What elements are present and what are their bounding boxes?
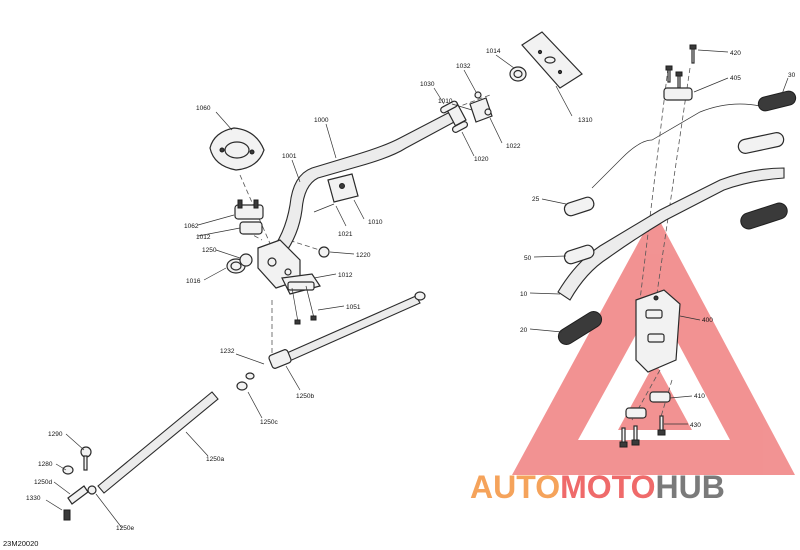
callout-1014: 1014: [486, 48, 501, 55]
washer-1022: [484, 108, 492, 116]
assembly-line-8: [631, 369, 661, 421]
callout-1022: 1022: [506, 143, 521, 150]
riser-400: [635, 289, 681, 373]
callout-1060: 1060: [196, 105, 211, 112]
clamp-1010-upper: [313, 173, 359, 213]
callout-1310: 1310: [578, 117, 593, 124]
callout-1021: 1021: [338, 231, 353, 238]
callout-1250d: 1250d: [34, 479, 52, 486]
callout-1062: 1062: [184, 223, 199, 230]
column-bracket: [257, 239, 301, 289]
callout-1010-upper: 1010: [438, 98, 453, 105]
watermark-text-moto: MOTO: [560, 469, 655, 505]
bolt-1220: [318, 246, 330, 258]
callout-1012-left: 1012: [196, 234, 211, 241]
grip-20: [557, 311, 603, 345]
washer-1250c: [236, 372, 255, 391]
clamp-1062: [234, 199, 264, 220]
callout-1250: 1250: [202, 247, 217, 254]
assembly-line-7: [655, 67, 691, 301]
callout-1280: 1280: [38, 461, 53, 468]
callout-1010-lower: 1010: [368, 219, 383, 226]
clamp-405: [663, 87, 693, 101]
assembly-line-1: [239, 174, 273, 249]
callout-1250a: 1250a: [206, 456, 224, 463]
callout-1250e: 1250e: [116, 525, 134, 532]
clamp-1012-lower: [281, 273, 321, 295]
callout-420: 420: [730, 50, 741, 57]
callout-1051: 1051: [346, 304, 361, 311]
callout-1016: 1016: [186, 278, 201, 285]
callout-1030: 1030: [420, 81, 435, 88]
callout-25: 25: [532, 196, 540, 203]
assembly-line-4: [454, 94, 491, 109]
nut-1032: [474, 91, 482, 99]
ring-1014: [509, 66, 527, 82]
leader-lines: [45, 49, 789, 529]
callout-1250c: 1250c: [260, 419, 278, 426]
upper-handlebar: [267, 101, 467, 263]
grip-right: [740, 202, 788, 230]
callout-1032: 1032: [456, 63, 471, 70]
steering-shaft-lower: [97, 391, 219, 494]
callout-410: 410: [694, 393, 705, 400]
watermark-text-auto: AUTO: [470, 469, 560, 505]
clamp-1012-left: [239, 221, 263, 235]
grip-30: [757, 90, 797, 112]
callout-1220: 1220: [356, 252, 371, 259]
callout-405: 405: [730, 75, 741, 82]
bolts-430: [619, 415, 666, 448]
watermark-text-hub: HUB: [655, 469, 724, 505]
main-handlebar: [557, 167, 785, 301]
steering-shaft-upper: [268, 291, 426, 369]
sleeve-25: [563, 196, 595, 217]
callout-430: 430: [690, 422, 701, 429]
throttle-cable: [591, 103, 761, 189]
callout-400: 400: [702, 317, 713, 324]
grip-sleeve: [737, 132, 785, 154]
end-fittings: [62, 446, 97, 521]
upper-cover: [209, 127, 265, 171]
clamp-410: [625, 391, 671, 419]
pin-1020: [451, 121, 469, 133]
callout-20: 20: [520, 327, 528, 334]
callout-30: 30: [788, 72, 796, 79]
callout-50: 50: [524, 255, 532, 262]
clamp-1010-right: [469, 97, 493, 123]
callout-1001: 1001: [282, 153, 297, 160]
callout-1232: 1232: [220, 348, 235, 355]
callout-1290: 1290: [48, 431, 63, 438]
callout-10: 10: [520, 291, 528, 298]
bolt-pair-1051: [291, 285, 317, 325]
callouts: 1060 1000 1001 1030 1032 1014 1010 1310 …: [26, 48, 796, 532]
callout-1330: 1330: [26, 495, 41, 502]
callout-1020: 1020: [474, 156, 489, 163]
callout-1000: 1000: [314, 117, 329, 124]
assembly-line-6: [639, 67, 669, 301]
callout-1250b: 1250b: [296, 393, 314, 400]
bolts-420: [665, 44, 697, 89]
sleeve-50: [563, 244, 595, 265]
drawing-code: 23M20020: [3, 539, 39, 548]
callout-1012-lower: 1012: [338, 272, 353, 279]
bushing-1250: [239, 253, 253, 267]
plate-1310: [521, 31, 583, 89]
watermark-text: AUTOMOTOHUB: [470, 469, 725, 505]
